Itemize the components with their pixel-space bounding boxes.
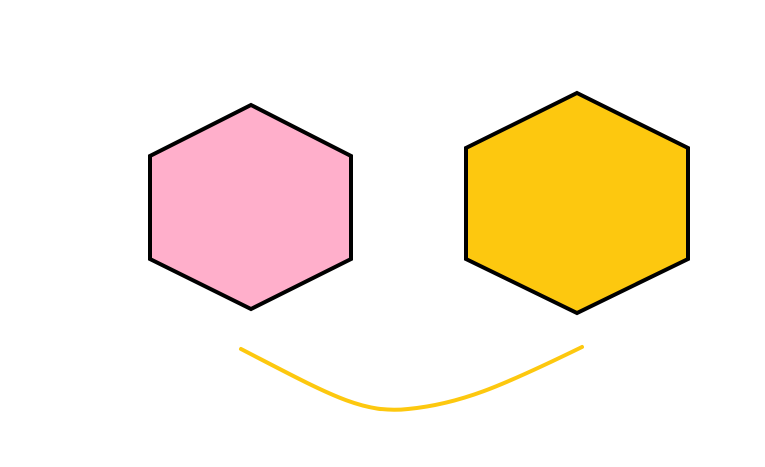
left-hexagon [148,102,353,312]
smile-curve [239,345,584,412]
right-hexagon [464,90,690,316]
